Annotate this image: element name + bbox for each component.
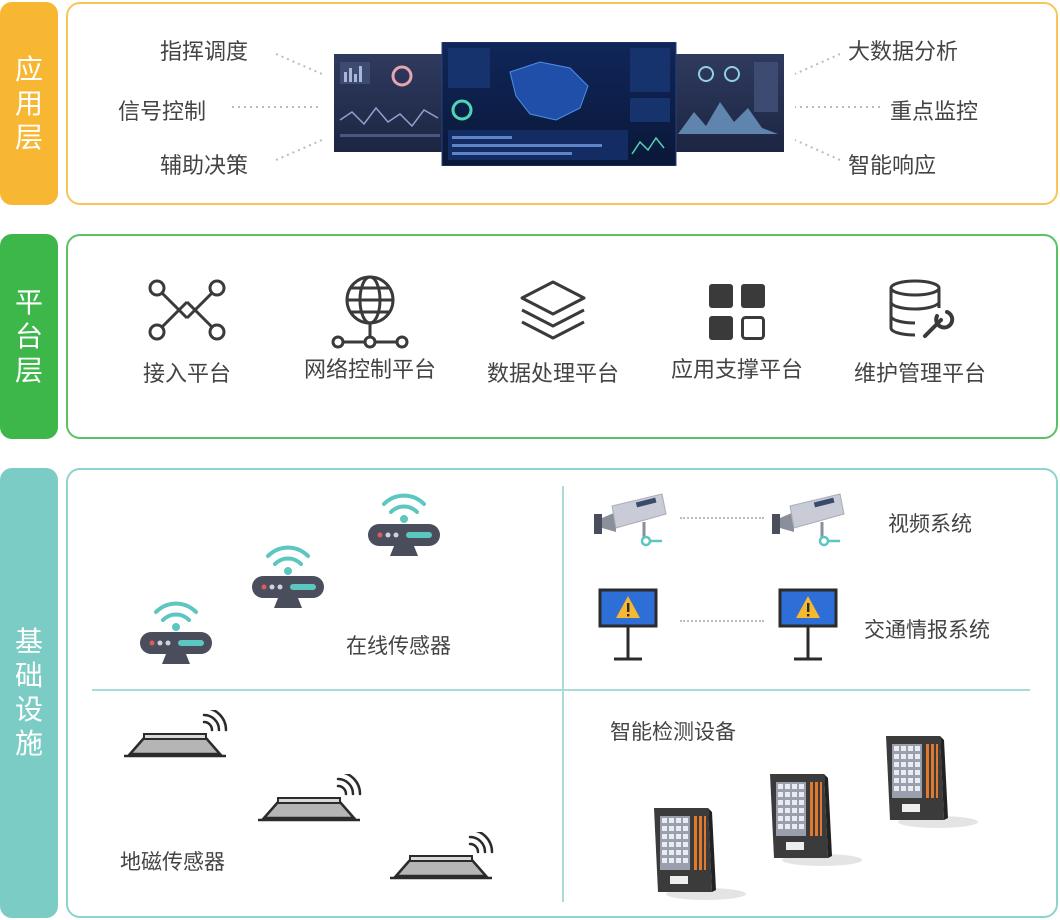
platform-layer-box (66, 234, 1058, 439)
app-item-monitor: 重点监控 (890, 100, 979, 125)
app-layer-label: 应用层 (0, 2, 58, 205)
camera-icon (772, 493, 845, 547)
layers-icon (520, 280, 586, 340)
platform-item-label: 维护管理平台 (853, 362, 986, 387)
camera-icon (594, 493, 667, 547)
platform-item-maintenance: 维护管理平台 (835, 278, 1005, 388)
platform-item-network-control: 网络控制平台 (285, 275, 455, 384)
detection-device-icon (886, 736, 978, 828)
online-sensor-icon (252, 545, 324, 608)
platform-item-data-processing: 数据处理平台 (468, 278, 638, 388)
globe-network-icon (331, 275, 409, 349)
warning-sign-icon (778, 588, 838, 661)
dashboard-screens-image (334, 42, 784, 166)
platform-item-label: 应用支撑平台 (670, 358, 803, 383)
geomagnetic-sensor-icon (390, 832, 494, 880)
platform-item-label: 接入平台 (142, 362, 231, 387)
traffic-info-connector (680, 620, 764, 622)
online-sensor-icon (140, 601, 212, 664)
infra-divider-vertical (562, 486, 564, 902)
platform-layer-label: 平台层 (0, 234, 58, 439)
app-item-decision: 辅助决策 (160, 154, 249, 179)
online-sensor-label: 在线传感器 (346, 634, 451, 658)
app-item-signal: 信号控制 (118, 100, 207, 125)
online-sensor-icon (368, 493, 440, 556)
infra-divider-horizontal (92, 689, 1030, 691)
app-item-bigdata: 大数据分析 (848, 40, 959, 65)
app-item-command: 指挥调度 (160, 40, 249, 65)
detection-device-icon (770, 774, 862, 866)
platform-item-app-support: 应用支撑平台 (652, 278, 822, 384)
app-item-response: 智能响应 (848, 154, 937, 179)
app-connectors (232, 53, 880, 161)
traffic-info-label: 交通情报系统 (864, 618, 990, 642)
video-system-label: 视频系统 (888, 512, 972, 536)
geomagnetic-sensor-icon (258, 774, 362, 822)
geomagnetic-sensor-label: 地磁传感器 (120, 850, 225, 874)
detection-device-icon (654, 808, 746, 900)
geomagnetic-sensor-icon (124, 710, 228, 758)
network-nodes-icon (148, 279, 226, 341)
platform-item-label: 数据处理平台 (486, 362, 619, 387)
grid-apps-icon (709, 284, 765, 340)
database-wrench-icon (889, 279, 955, 338)
video-connector (680, 517, 764, 519)
platform-item-label: 网络控制平台 (303, 358, 436, 383)
smart-detection-label: 智能检测设备 (610, 720, 736, 744)
infra-layer-label: 基础设施 (0, 468, 58, 918)
platform-item-access: 接入平台 (102, 278, 272, 388)
warning-sign-icon (598, 588, 658, 661)
